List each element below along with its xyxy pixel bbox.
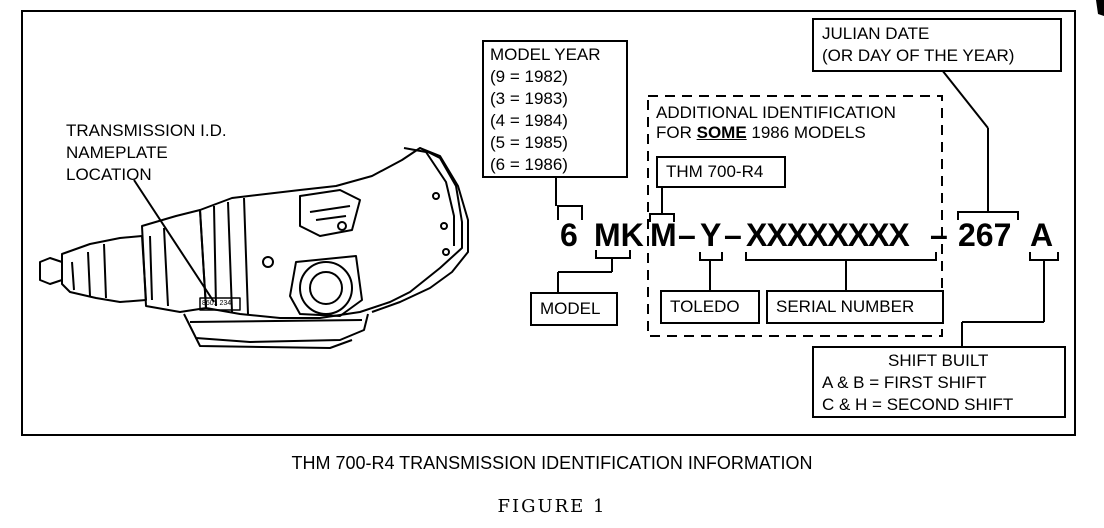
shift-built-title: SHIFT BUILT — [888, 351, 989, 370]
transmission-illustration — [39, 147, 469, 349]
model-year-line: (3 = 1983) — [490, 89, 568, 108]
code-shift: A — [1030, 217, 1054, 253]
code-year: 6 — [560, 217, 578, 253]
toledo-box: TOLEDO — [660, 290, 760, 324]
nameplate-text: 8601 234 — [202, 300, 232, 307]
serial-number-label: SERIAL NUMBER — [776, 297, 915, 316]
diagram-frame — [21, 10, 1076, 436]
transmission-label: TRANSMISSION I.D. NAMEPLATE LOCATION — [66, 120, 227, 186]
scan-mark — [1096, 0, 1104, 16]
code-day: 267 — [958, 217, 1012, 253]
additional-id-pre: FOR — [656, 123, 697, 142]
model-year-title: MODEL YEAR — [490, 45, 601, 64]
model-year-line: (5 = 1985) — [490, 133, 568, 152]
model-year-line: (6 = 1986) — [490, 155, 568, 174]
thm-box-label: THM 700-R4 — [666, 162, 764, 181]
code-serial: XXXXXXXX — [746, 217, 910, 253]
connector-lines — [555, 69, 1059, 346]
code-m: M — [650, 217, 677, 253]
julian-date-line: (OR DAY OF THE YEAR) — [822, 46, 1015, 65]
model-year-line: (9 = 1982) — [490, 67, 568, 86]
additional-id-line2: FOR SOME 1986 MODELS — [656, 122, 866, 144]
figure-number: FIGURE 1 — [497, 496, 607, 517]
model-year-box: MODEL YEAR (9 = 1982) (3 = 1983) (4 = 19… — [482, 40, 628, 178]
code-model: MK — [594, 217, 644, 253]
julian-date-line: JULIAN DATE — [822, 24, 930, 43]
toledo-box-label: TOLEDO — [670, 297, 740, 316]
additional-id-post: 1986 MODELS — [746, 123, 866, 142]
code-dash: – — [724, 217, 742, 253]
nameplate-leader — [133, 179, 215, 303]
additional-id-emph: SOME — [696, 123, 747, 142]
model-year-line: (4 = 1984) — [490, 111, 568, 130]
transmission-label-line: LOCATION — [66, 165, 152, 184]
code-dash: – — [678, 217, 696, 253]
transmission-label-line: NAMEPLATE — [66, 143, 168, 162]
code-y: Y — [700, 217, 722, 253]
code-dash: – — [930, 217, 948, 253]
shift-built-box: SHIFT BUILT A & B = FIRST SHIFT C & H = … — [812, 346, 1066, 418]
serial-number-box: SERIAL NUMBER — [766, 290, 944, 324]
transmission-label-line: TRANSMISSION I.D. — [66, 121, 227, 140]
shift-built-line: C & H = SECOND SHIFT — [822, 395, 1014, 414]
shift-built-line: A & B = FIRST SHIFT — [822, 373, 987, 392]
additional-id-dashed-box — [647, 95, 943, 337]
figure-caption: THM 700-R4 TRANSMISSION IDENTIFICATION I… — [291, 453, 813, 473]
julian-date-box: JULIAN DATE (OR DAY OF THE YEAR) — [812, 18, 1062, 72]
additional-id-line1: ADDITIONAL IDENTIFICATION — [656, 103, 896, 122]
thm-box: THM 700-R4 — [656, 156, 786, 188]
model-box-label: MODEL — [540, 299, 601, 318]
model-box: MODEL — [530, 292, 618, 326]
